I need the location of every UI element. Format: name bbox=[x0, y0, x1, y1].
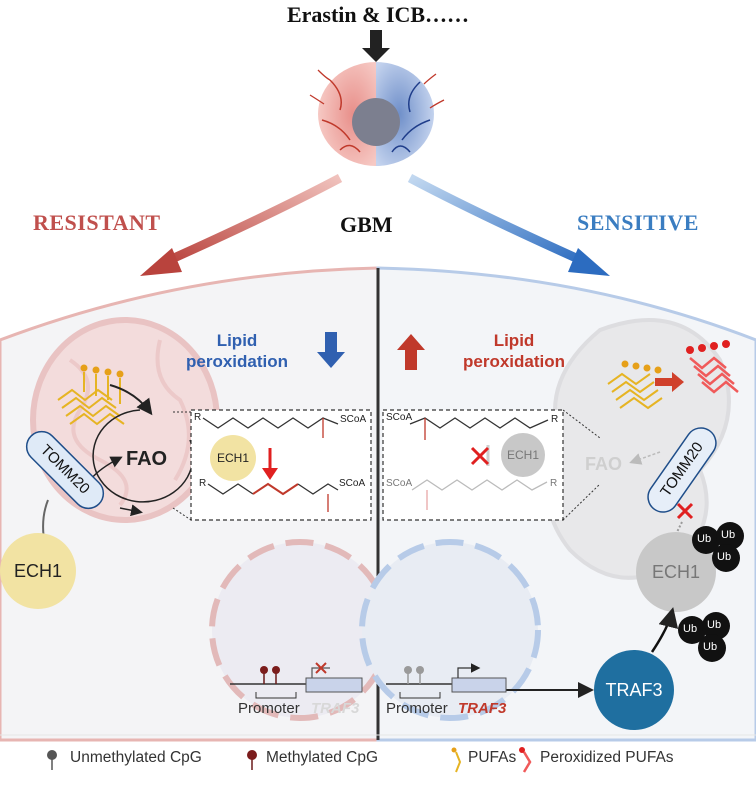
gene-right bbox=[386, 663, 507, 699]
ech1-enzyme-label-right: ECH1 bbox=[506, 448, 539, 462]
traf3-label: TRAF3 bbox=[605, 680, 663, 700]
scoa-right-bottom: SCoA bbox=[386, 478, 413, 489]
ub-cluster-top bbox=[692, 522, 744, 572]
ech1-left-circle bbox=[0, 533, 76, 609]
traf3-gene-left: TRAF3 bbox=[311, 700, 360, 717]
gene-left bbox=[230, 662, 363, 699]
ech1-enzyme-right bbox=[501, 433, 545, 477]
ub-cluster-bottom bbox=[678, 612, 730, 662]
ub-label-5: Ub bbox=[707, 619, 722, 631]
lipid-left-line2: peroxidation bbox=[186, 352, 289, 371]
ub-label-6: Ub bbox=[703, 641, 718, 653]
lipid-right-line1: Lipid bbox=[493, 331, 535, 350]
peroxidized-pufa-right bbox=[686, 340, 739, 394]
promoter-label-left: Promoter bbox=[238, 700, 300, 717]
molecule-right-top bbox=[409, 417, 549, 440]
legend-peroxidized-icon bbox=[519, 747, 532, 773]
scoa-right-top: SCoA bbox=[386, 412, 413, 423]
molecule-left-bottom bbox=[207, 482, 339, 512]
ub-label-3: Ub bbox=[717, 551, 732, 563]
legend-unmethylated: Unmethylated CpG bbox=[70, 749, 202, 766]
peroxidation-arrow bbox=[655, 372, 684, 392]
legend-pufas: PUFAs bbox=[468, 749, 517, 766]
resistant-label: RESISTANT bbox=[33, 210, 161, 235]
r-left-top: R bbox=[194, 412, 202, 423]
lipid-up-arrow bbox=[397, 334, 425, 370]
ub-label-1: Ub bbox=[697, 533, 712, 545]
legend-pufa-icon bbox=[451, 747, 462, 773]
promoter-label-right: Promoter bbox=[386, 700, 448, 717]
fao-cycle-left bbox=[92, 409, 194, 503]
lipid-left-line1: Lipid bbox=[216, 331, 258, 350]
gbm-label: GBM bbox=[340, 212, 393, 237]
ub-arrow bbox=[650, 607, 679, 653]
fao-label-left: FAO bbox=[126, 448, 168, 470]
pufa-left bbox=[57, 364, 125, 426]
lipid-peroxidation-right: Lipid peroxidation bbox=[463, 330, 565, 372]
legend-unmethylated-icon bbox=[47, 750, 57, 770]
ub-label-4: Ub bbox=[683, 623, 698, 635]
r-right-top: R bbox=[551, 414, 559, 425]
block-x-right bbox=[470, 446, 490, 466]
ech1-label-left: ECH1 bbox=[13, 561, 62, 581]
tomm20-left bbox=[25, 430, 105, 510]
sensitive-label: SENSITIVE bbox=[577, 210, 699, 235]
ech1-enzyme-label-left: ECH1 bbox=[216, 451, 249, 465]
nucleus-right bbox=[359, 539, 541, 721]
pufa-right bbox=[607, 360, 663, 410]
scoa-left-top: SCoA bbox=[340, 414, 367, 425]
fao-label-right: FAO bbox=[585, 454, 623, 474]
r-left-bottom: R bbox=[199, 478, 207, 489]
block-x-tomm20 bbox=[676, 502, 694, 520]
legend-methylated: Methylated CpG bbox=[266, 749, 378, 766]
page-title: Erastin & ICB…… bbox=[286, 2, 470, 27]
lipid-right-line2: peroxidation bbox=[463, 352, 566, 371]
ub-label-2: Ub bbox=[721, 529, 736, 541]
ech1-right-circle bbox=[636, 532, 716, 612]
gbm-tumor bbox=[309, 62, 445, 166]
traf3-gene-right: TRAF3 bbox=[458, 700, 507, 717]
ech1-label-right: ECH1 bbox=[651, 562, 700, 582]
legend-methylated-icon bbox=[247, 750, 257, 770]
sensitive-arrow bbox=[407, 174, 587, 267]
r-right-bottom: R bbox=[550, 478, 558, 489]
scoa-left-bottom: SCoA bbox=[339, 478, 366, 489]
lipid-peroxidation-left: Lipid peroxidation bbox=[186, 330, 288, 372]
traf3-circle bbox=[594, 650, 674, 730]
molecule-left-top bbox=[202, 417, 339, 438]
lipid-down-arrow bbox=[317, 332, 345, 368]
molecule-right-bottom bbox=[411, 479, 548, 510]
ech1-enzyme-left bbox=[210, 435, 256, 481]
top-arrow bbox=[362, 30, 390, 62]
resistant-arrow bbox=[163, 174, 343, 267]
tomm20-right bbox=[647, 427, 717, 513]
legend-peroxidized: Peroxidized PUFAs bbox=[540, 749, 674, 766]
